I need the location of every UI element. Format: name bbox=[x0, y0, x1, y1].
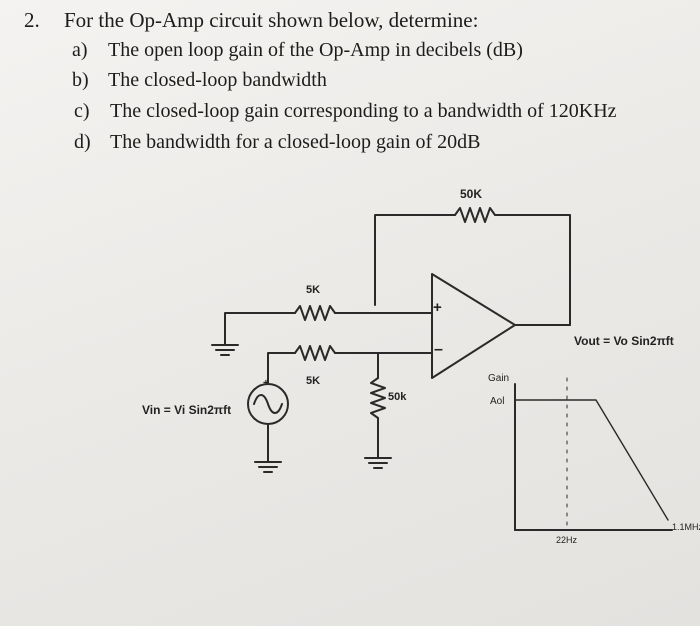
inverting-sign: – bbox=[434, 341, 443, 358]
graph-end-label: 1.1MHz bbox=[672, 522, 700, 532]
ground-resistor bbox=[370, 377, 386, 419]
source-wire bbox=[267, 352, 296, 385]
vin-label: Vin = Vi Sin2πft bbox=[142, 403, 231, 417]
graph-aol-label: Aol bbox=[490, 396, 504, 407]
top-resistor-label: 5K bbox=[306, 284, 320, 296]
feedback-wire-right bbox=[494, 214, 571, 326]
noninverting-sign: + bbox=[433, 299, 442, 316]
bottom-resistor-label: 5K bbox=[306, 375, 320, 387]
vout-label: Vout = Vo Sin2πft bbox=[574, 334, 674, 348]
gain-curve bbox=[514, 399, 669, 521]
top-input-resistor bbox=[294, 305, 336, 321]
part-d-letter: d) bbox=[74, 131, 91, 153]
feedback-resistor-label: 50K bbox=[460, 187, 482, 201]
part-c-text: The closed-loop gain corresponding to a … bbox=[110, 100, 617, 122]
part-d-text: The bandwidth for a closed-loop gain of … bbox=[110, 131, 481, 153]
graph-gain-label: Gain bbox=[488, 373, 509, 384]
op-amp-triangle bbox=[431, 273, 516, 379]
source-plus-sign: + bbox=[263, 378, 269, 389]
question-number: 2. bbox=[24, 8, 40, 32]
part-c-letter: c) bbox=[74, 100, 90, 122]
part-b-text: The closed-loop bandwidth bbox=[108, 69, 327, 91]
question-stem: For the Op-Amp circuit shown below, dete… bbox=[64, 8, 479, 32]
part-a-letter: a) bbox=[72, 39, 88, 61]
top-ground-wire bbox=[224, 312, 296, 346]
part-a-text: The open loop gain of the Op-Amp in deci… bbox=[108, 39, 523, 61]
part-b-letter: b) bbox=[72, 69, 89, 91]
ground-resistor-label: 50k bbox=[388, 391, 407, 403]
bottom-input-resistor bbox=[294, 345, 336, 361]
sine-icon bbox=[253, 394, 283, 414]
feedback-resistor bbox=[454, 207, 496, 223]
graph-corner-label: 22Hz bbox=[556, 535, 578, 545]
feedback-wire-left bbox=[374, 214, 456, 306]
